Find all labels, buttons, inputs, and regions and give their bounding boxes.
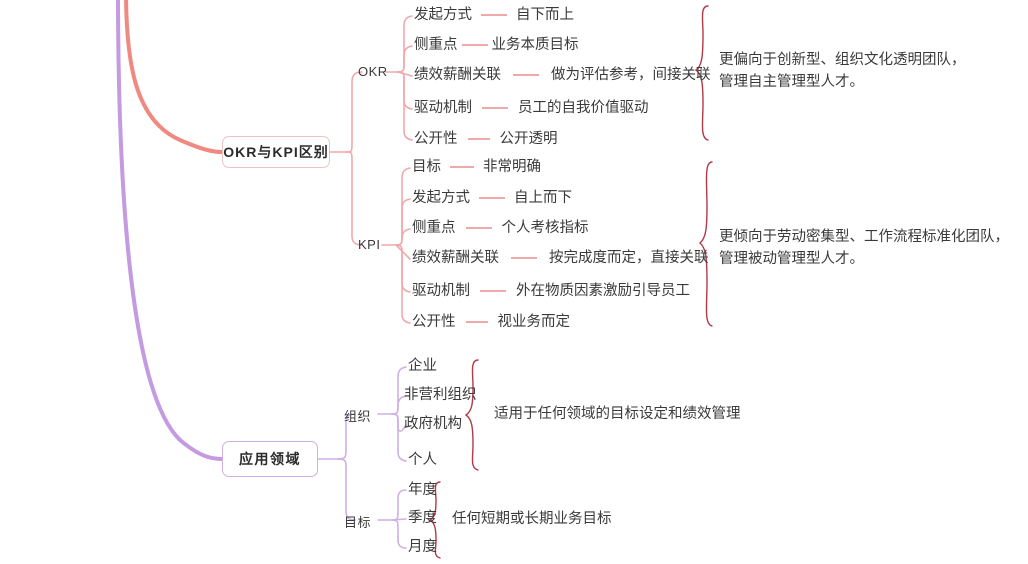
- leaf-organization-2[interactable]: 政府机构: [404, 417, 462, 432]
- leaf-dash: [511, 257, 537, 260]
- leaf-organization-1[interactable]: 非营利组织: [404, 388, 477, 403]
- leaf-key: 侧重点: [412, 220, 456, 236]
- leaf-dash: [479, 197, 505, 200]
- leaf-key: 绩效薪酬关联: [412, 250, 499, 266]
- leaf-value: 自下而上: [516, 7, 574, 23]
- leaf-key: 季度: [408, 510, 437, 526]
- leaf-value: 业务本质目标: [491, 37, 579, 53]
- leaf-key: 年度: [408, 482, 437, 498]
- leaf-okr-0[interactable]: 发起方式 自下而上: [414, 8, 574, 23]
- leaf-value: 做为评估参考，间接关联: [551, 67, 711, 83]
- branch-label-goal[interactable]: 目标: [344, 515, 372, 530]
- summary-organization: 适用于任何领域的目标设定和绩效管理: [494, 406, 741, 422]
- leaf-value: 按完成度而定，直接关联: [549, 250, 709, 266]
- branch-label-organization[interactable]: 组织: [344, 409, 372, 424]
- leaf-dash: [481, 14, 507, 17]
- leaf-key: 发起方式: [414, 7, 472, 23]
- leaf-goal-1[interactable]: 季度: [408, 511, 437, 526]
- leaf-key: 目标: [412, 159, 441, 175]
- leaf-okr-1[interactable]: 侧重点 业务本质目标: [414, 38, 579, 53]
- branch-label-kpi[interactable]: KPI: [358, 237, 381, 252]
- leaf-dash: [467, 138, 490, 141]
- summary-goal: 任何短期或长期业务目标: [452, 511, 612, 527]
- leaf-dash: [465, 321, 488, 324]
- leaf-organization-3[interactable]: 个人: [408, 453, 437, 468]
- leaf-kpi-1[interactable]: 发起方式 自上而下: [412, 191, 572, 206]
- leaf-okr-4[interactable]: 公开性 公开透明: [414, 132, 558, 147]
- topic-label: 应用领域: [239, 451, 301, 467]
- leaf-kpi-4[interactable]: 驱动机制 外在物质因素激励引导员工: [412, 284, 690, 299]
- leaf-key: 月度: [408, 539, 437, 555]
- leaf-key: 驱动机制: [414, 100, 472, 116]
- leaf-key: 个人: [408, 452, 437, 468]
- leaf-kpi-0[interactable]: 目标 非常明确: [412, 160, 541, 175]
- leaf-key: 驱动机制: [412, 283, 470, 299]
- topic-application-domain[interactable]: 应用领域: [222, 441, 318, 477]
- leaf-key: 企业: [408, 358, 437, 374]
- leaf-value: 自上而下: [514, 190, 572, 206]
- leaf-kpi-3[interactable]: 绩效薪酬关联 按完成度而定，直接关联: [412, 251, 709, 266]
- leaf-organization-0[interactable]: 企业: [408, 359, 437, 374]
- leaf-okr-3[interactable]: 驱动机制 员工的自我价值驱动: [414, 101, 649, 116]
- leaf-key: 侧重点: [414, 37, 458, 53]
- topic-okr-kpi-difference[interactable]: OKR与KPI区别: [222, 136, 330, 168]
- leaf-key: 公开性: [414, 131, 458, 147]
- leaf-kpi-5[interactable]: 公开性 视业务而定: [412, 315, 570, 330]
- leaf-dash: [450, 166, 474, 169]
- leaf-dash: [513, 74, 539, 77]
- leaf-value: 公开透明: [499, 131, 558, 147]
- leaf-goal-2[interactable]: 月度: [408, 540, 437, 555]
- leaf-goal-0[interactable]: 年度: [408, 483, 437, 498]
- leaf-value: 视业务而定: [497, 314, 571, 330]
- leaf-key: 政府机构: [404, 416, 462, 432]
- leaf-okr-2[interactable]: 绩效薪酬关联 做为评估参考，间接关联: [414, 68, 711, 83]
- leaf-key: 非营利组织: [404, 387, 477, 403]
- leaf-value: 非常明确: [483, 159, 541, 175]
- leaf-dash: [465, 227, 492, 230]
- branch-label-okr[interactable]: OKR: [358, 64, 388, 79]
- leaf-key: 公开性: [412, 314, 456, 330]
- leaf-dash: [482, 107, 508, 110]
- leaf-key: 发起方式: [412, 190, 470, 206]
- leaf-dash: [480, 290, 506, 293]
- summary-kpi: 更倾向于劳动密集型、工作流程标准化团队， 管理被动管理型人才。: [719, 229, 1009, 267]
- leaf-value: 外在物质因素激励引导员工: [516, 283, 690, 299]
- leaf-value: 个人考核指标: [501, 220, 589, 236]
- summary-okr: 更偏向于创新型、组织文化透明团队， 管理自主管理型人才。: [719, 52, 966, 90]
- topic-label: OKR与KPI区别: [223, 144, 329, 160]
- leaf-value: 员工的自我价值驱动: [518, 100, 649, 116]
- leaf-dash: [461, 44, 488, 47]
- leaf-key: 绩效薪酬关联: [414, 67, 501, 83]
- leaf-kpi-2[interactable]: 侧重点 个人考核指标: [412, 221, 589, 236]
